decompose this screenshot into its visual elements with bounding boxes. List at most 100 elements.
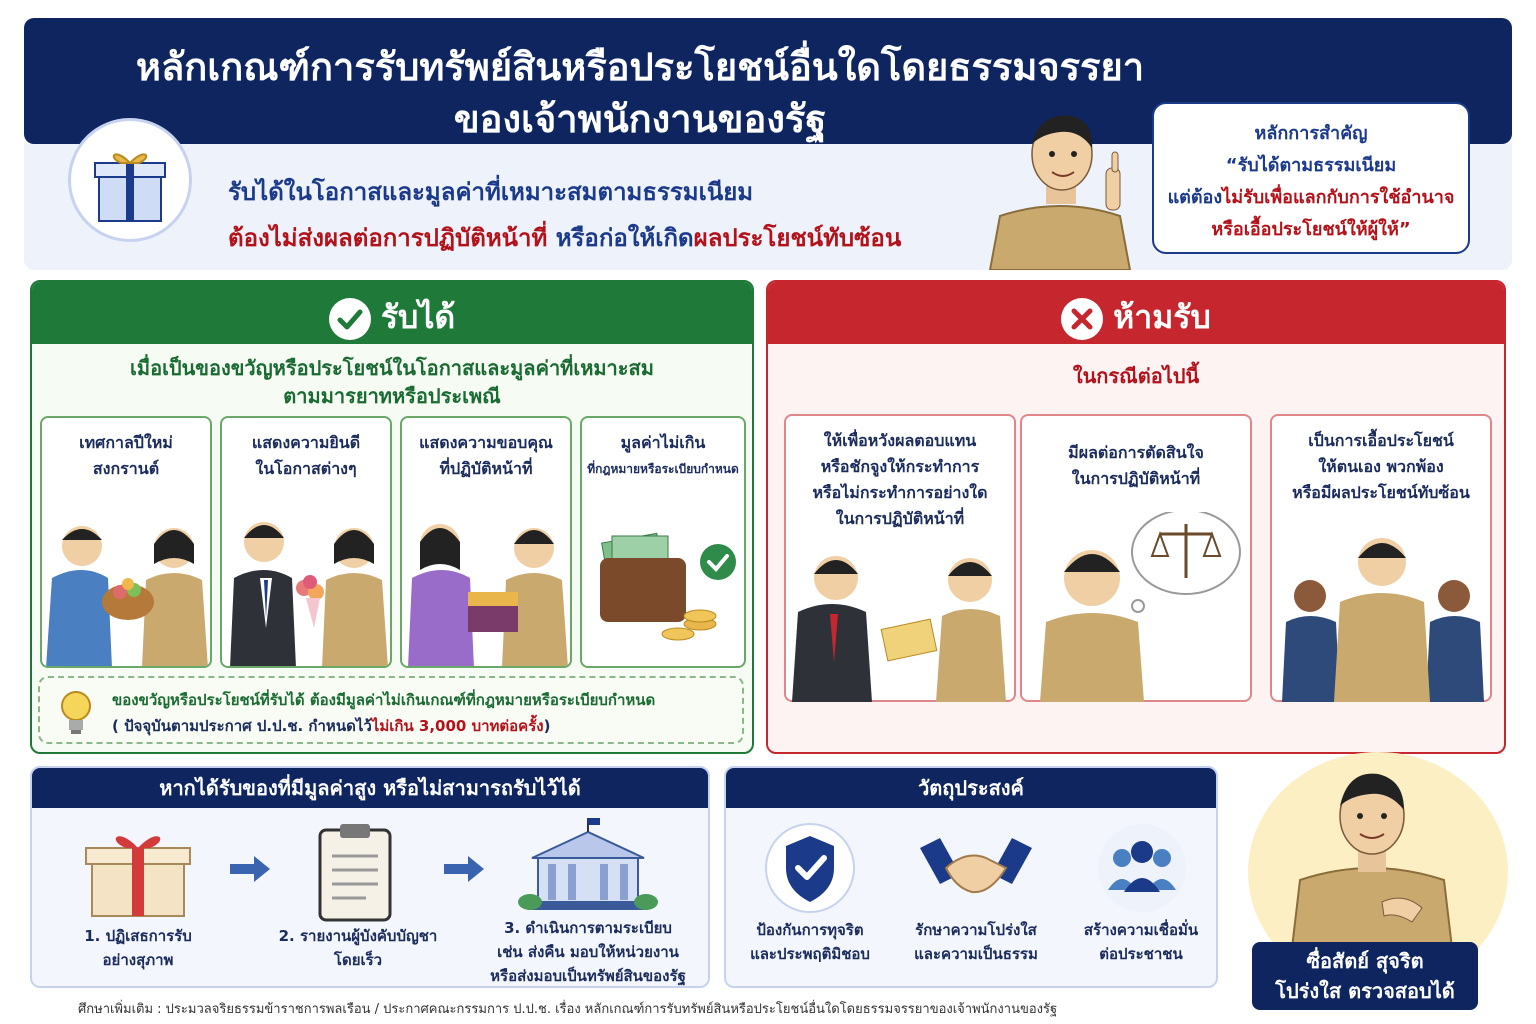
forbidden-card-decision: มีผลต่อการตัดสินใจ ในการปฏิบัติหน้าที่ [1020, 414, 1252, 702]
speech-line2: “รับได้ตามธรรมเนียม [1225, 155, 1397, 176]
subtitle-line2-red: ต้องไม่ส่งผลต่อการปฏิบัติหน้าที่ [228, 224, 548, 252]
allowed-card-line2: สงกรานต์ [92, 459, 160, 478]
allowed-card-text: แสดงความขอบคุณ ที่ปฏิบัติหน้าที่ [402, 430, 570, 482]
step-line: 1. ปฏิเสธการรับ [84, 927, 192, 945]
speech-line3-b: ไม่รับเพื่อแลกกับการใช้อำนาจ [1222, 187, 1455, 208]
allowed-card-line1: แสดงความยินดี [251, 433, 361, 452]
honest-line1: ซื่อสัตย์ สุจริต [1306, 949, 1424, 973]
speech-line4: หรือเอื้อประโยชน์ให้ผู้ให้” [1211, 219, 1411, 240]
step-line: 3. ดำเนินการตามระเบียบ [504, 919, 672, 937]
forbidden-header: ห้ามรับ [768, 282, 1504, 344]
x-icon [1061, 298, 1104, 340]
step-line: อย่างสุภาพ [102, 951, 174, 969]
allowed-card-line1: มูลค่าไม่เกิน [620, 433, 706, 452]
objective-line: ต่อประชาชน [1099, 945, 1183, 963]
footer-reference: ศึกษาเพิ่มเติม : ประมวลจริยธรรมข้าราชการ… [78, 1002, 1058, 1017]
objective-line: รักษาความโปร่งใส [915, 921, 1037, 939]
forbidden-card-line: หรือชักจูงให้กระทำการ [820, 457, 980, 476]
allowed-card-thanks: แสดงความขอบคุณ ที่ปฏิบัติหน้าที่ [400, 416, 572, 668]
objectives-title: วัตถุประสงค์ [726, 768, 1216, 808]
high-value-section: หากได้รับของที่มีมูลค่าสูง หรือไม่สามารถ… [30, 766, 710, 988]
forbidden-card-line: หรือมีผลประโยชน์ทับซ้อน [1292, 483, 1470, 502]
speech-line3-a: แต่ต้อง [1167, 187, 1223, 208]
tip-line2: ( ปัจจุบันตามประกาศ ป.ป.ช. กำหนดไว้ไม่เก… [112, 714, 550, 738]
flower-bouquet-illustration [230, 522, 388, 666]
objective-3-label: สร้างความเชื่อมั่น ต่อประชาชน [1066, 918, 1216, 966]
allowed-title: รับได้ [380, 298, 456, 336]
gift-box-illustration [408, 524, 568, 666]
tip-line2-b: ไม่เกิน 3,000 บาทต่อครั้ง [371, 717, 544, 735]
forbidden-card-line: ให้เพื่อหวังผลตอบแทน [823, 431, 977, 450]
forbidden-card-text: ให้เพื่อหวังผลตอบแทน หรือชักจูงให้กระทำก… [786, 428, 1014, 532]
allowed-card-text: มูลค่าไม่เกิน ที่กฎหมายหรือระเบียบกำหนด [582, 430, 744, 482]
objective-line: ป้องกันการทุจริต [756, 921, 864, 939]
clipboard-icon [318, 824, 392, 922]
value-limit-tip: ของขวัญหรือประโยชน์ที่รับได้ ต้องมีมูลค่… [38, 676, 744, 744]
allowed-card-new-year: เทศกาลปีใหม่ สงกรานต์ [40, 416, 212, 668]
bribe-envelope-illustration [792, 556, 1006, 702]
thinking-scale-illustration [1040, 512, 1241, 702]
arrow-right-icon [444, 856, 484, 882]
arrow-right-icon [230, 856, 270, 882]
allowed-card-text: แสดงความยินดี ในโอกาสต่างๆ [222, 430, 390, 482]
allowed-header: รับได้ [32, 282, 752, 344]
shield-check-icon [765, 823, 855, 913]
forbidden-card-reward: ให้เพื่อหวังผลตอบแทน หรือชักจูงให้กระทำก… [784, 414, 1016, 702]
step-line: เช่น ส่งคืน มอบให้หน่วยงาน [497, 943, 679, 961]
government-building-icon [518, 818, 658, 910]
allowed-card-text: เทศกาลปีใหม่ สงกรานต์ [42, 430, 210, 482]
subtitle-line1: รับได้ในโอกาสและมูลค่าที่เหมาะสมตามธรรมเ… [228, 178, 754, 206]
allowed-card-value-limit: มูลค่าไม่เกิน ที่กฎหมายหรือระเบียบกำหนด [580, 416, 746, 668]
allowed-card-line1: แสดงความขอบคุณ [419, 433, 553, 452]
gift-box-icon [85, 836, 191, 917]
lightbulb-icon [61, 691, 91, 734]
step-line: 2. รายงานผู้บังคับบัญชา [278, 927, 438, 945]
speech-bubble: หลักการสำคัญ “รับได้ตามธรรมเนียม แต่ต้อง… [1152, 102, 1470, 254]
allowed-subtitle-line2: ตามมารยาทหรือประเพณี [283, 384, 501, 408]
step-1-label: 1. ปฏิเสธการรับ อย่างสุภาพ [58, 924, 218, 972]
forbidden-card-conflict: เป็นการเอื้อประโยชน์ ให้ตนเอง พวกพ้อง หร… [1270, 414, 1492, 702]
forbidden-panel: ห้ามรับ ในกรณีต่อไปนี้ ให้เพื่อหวังผลตอบ… [766, 280, 1506, 754]
tip-line1: ของขวัญหรือประโยชน์ที่รับได้ ต้องมีมูลค่… [112, 691, 656, 709]
forbidden-card-text: เป็นการเอื้อประโยชน์ ให้ตนเอง พวกพ้อง หร… [1272, 428, 1490, 506]
step-line: หรือส่งมอบเป็นทรัพย์สินของรัฐ [490, 967, 686, 985]
allowed-panel: รับได้ เมื่อเป็นของขวัญหรือประโยชน์ในโอก… [30, 280, 754, 754]
tip-line2-c: ) [543, 717, 551, 735]
allowed-card-line2: ในโอกาสต่างๆ [255, 459, 357, 478]
forbidden-card-line: เป็นการเอื้อประโยชน์ [1308, 431, 1454, 450]
forbidden-card-line: ให้ตนเอง พวกพ้อง [1318, 457, 1444, 476]
objectives-section: วัตถุประสงค์ ป้องกันการทุจริต และประพฤติ… [724, 766, 1218, 988]
allowed-card-line1: เทศกาลปีใหม่ [79, 433, 173, 452]
objective-2-label: รักษาความโปร่งใส และความเป็นธรรม [896, 918, 1056, 966]
forbidden-subtitle: ในกรณีต่อไปนี้ [1072, 364, 1200, 388]
objective-line: สร้างความเชื่อมั่น [1083, 921, 1199, 939]
handshake-icon [920, 838, 1032, 894]
forbidden-title: ห้ามรับ [1113, 298, 1211, 336]
objective-line: และความเป็นธรรม [914, 945, 1038, 963]
gift-basket-illustration [46, 526, 208, 666]
step-2-label: 2. รายงานผู้บังคับบัญชา โดยเร็ว [258, 924, 458, 972]
forbidden-card-line: มีผลต่อการตัดสินใจ [1068, 443, 1204, 462]
subtitle-line2: ต้องไม่ส่งผลต่อการปฏิบัติหน้าที่ หรือก่อ… [228, 218, 901, 257]
forbidden-card-text: มีผลต่อการตัดสินใจ ในการปฏิบัติหน้าที่ [1022, 440, 1250, 492]
officer-pointing-illustration [980, 96, 1150, 271]
high-value-title: หากได้รับของที่มีมูลค่าสูง หรือไม่สามารถ… [32, 768, 708, 808]
tip-line2-a: ( ปัจจุบันตามประกาศ ป.ป.ช. กำหนดไว้ [112, 717, 372, 735]
forbidden-card-line: หรือไม่กระทำการอย่างใด [812, 483, 988, 502]
allowed-subtitle-line1: เมื่อเป็นของขวัญหรือประโยชน์ในโอกาสและมู… [130, 356, 654, 380]
step-3-label: 3. ดำเนินการตามระเบียบ เช่น ส่งคืน มอบให… [468, 916, 708, 986]
subtitle-line2-red2: ผลประโยชน์ทับซ้อน [693, 224, 902, 252]
page-title-line1: หลักเกณฑ์การรับทรัพย์สินหรือประโยชน์อื่น… [135, 45, 1145, 89]
group-officials-illustration [1282, 538, 1484, 702]
forbidden-card-line: ในการปฏิบัติหน้าที่ [1071, 469, 1201, 488]
speech-line3: แต่ต้องไม่รับเพื่อแลกกับการใช้อำนาจ [1154, 182, 1468, 214]
allowed-card-line2: ที่ปฏิบัติหน้าที่ [439, 459, 533, 478]
check-icon [328, 298, 371, 340]
page-title-line2: ของเจ้าพนักงานของรัฐ [453, 97, 827, 141]
officer-hand-on-chest-illustration [1290, 773, 1454, 948]
allowed-card-line2: ที่กฎหมายหรือระเบียบกำหนด [587, 462, 739, 476]
step-line: โดยเร็ว [333, 951, 383, 969]
honest-line2: โปร่งใส ตรวจสอบได้ [1275, 979, 1455, 1003]
objective-1-label: ป้องกันการทุจริต และประพฤติมิชอบ [732, 918, 888, 966]
gift-icon [68, 118, 192, 242]
